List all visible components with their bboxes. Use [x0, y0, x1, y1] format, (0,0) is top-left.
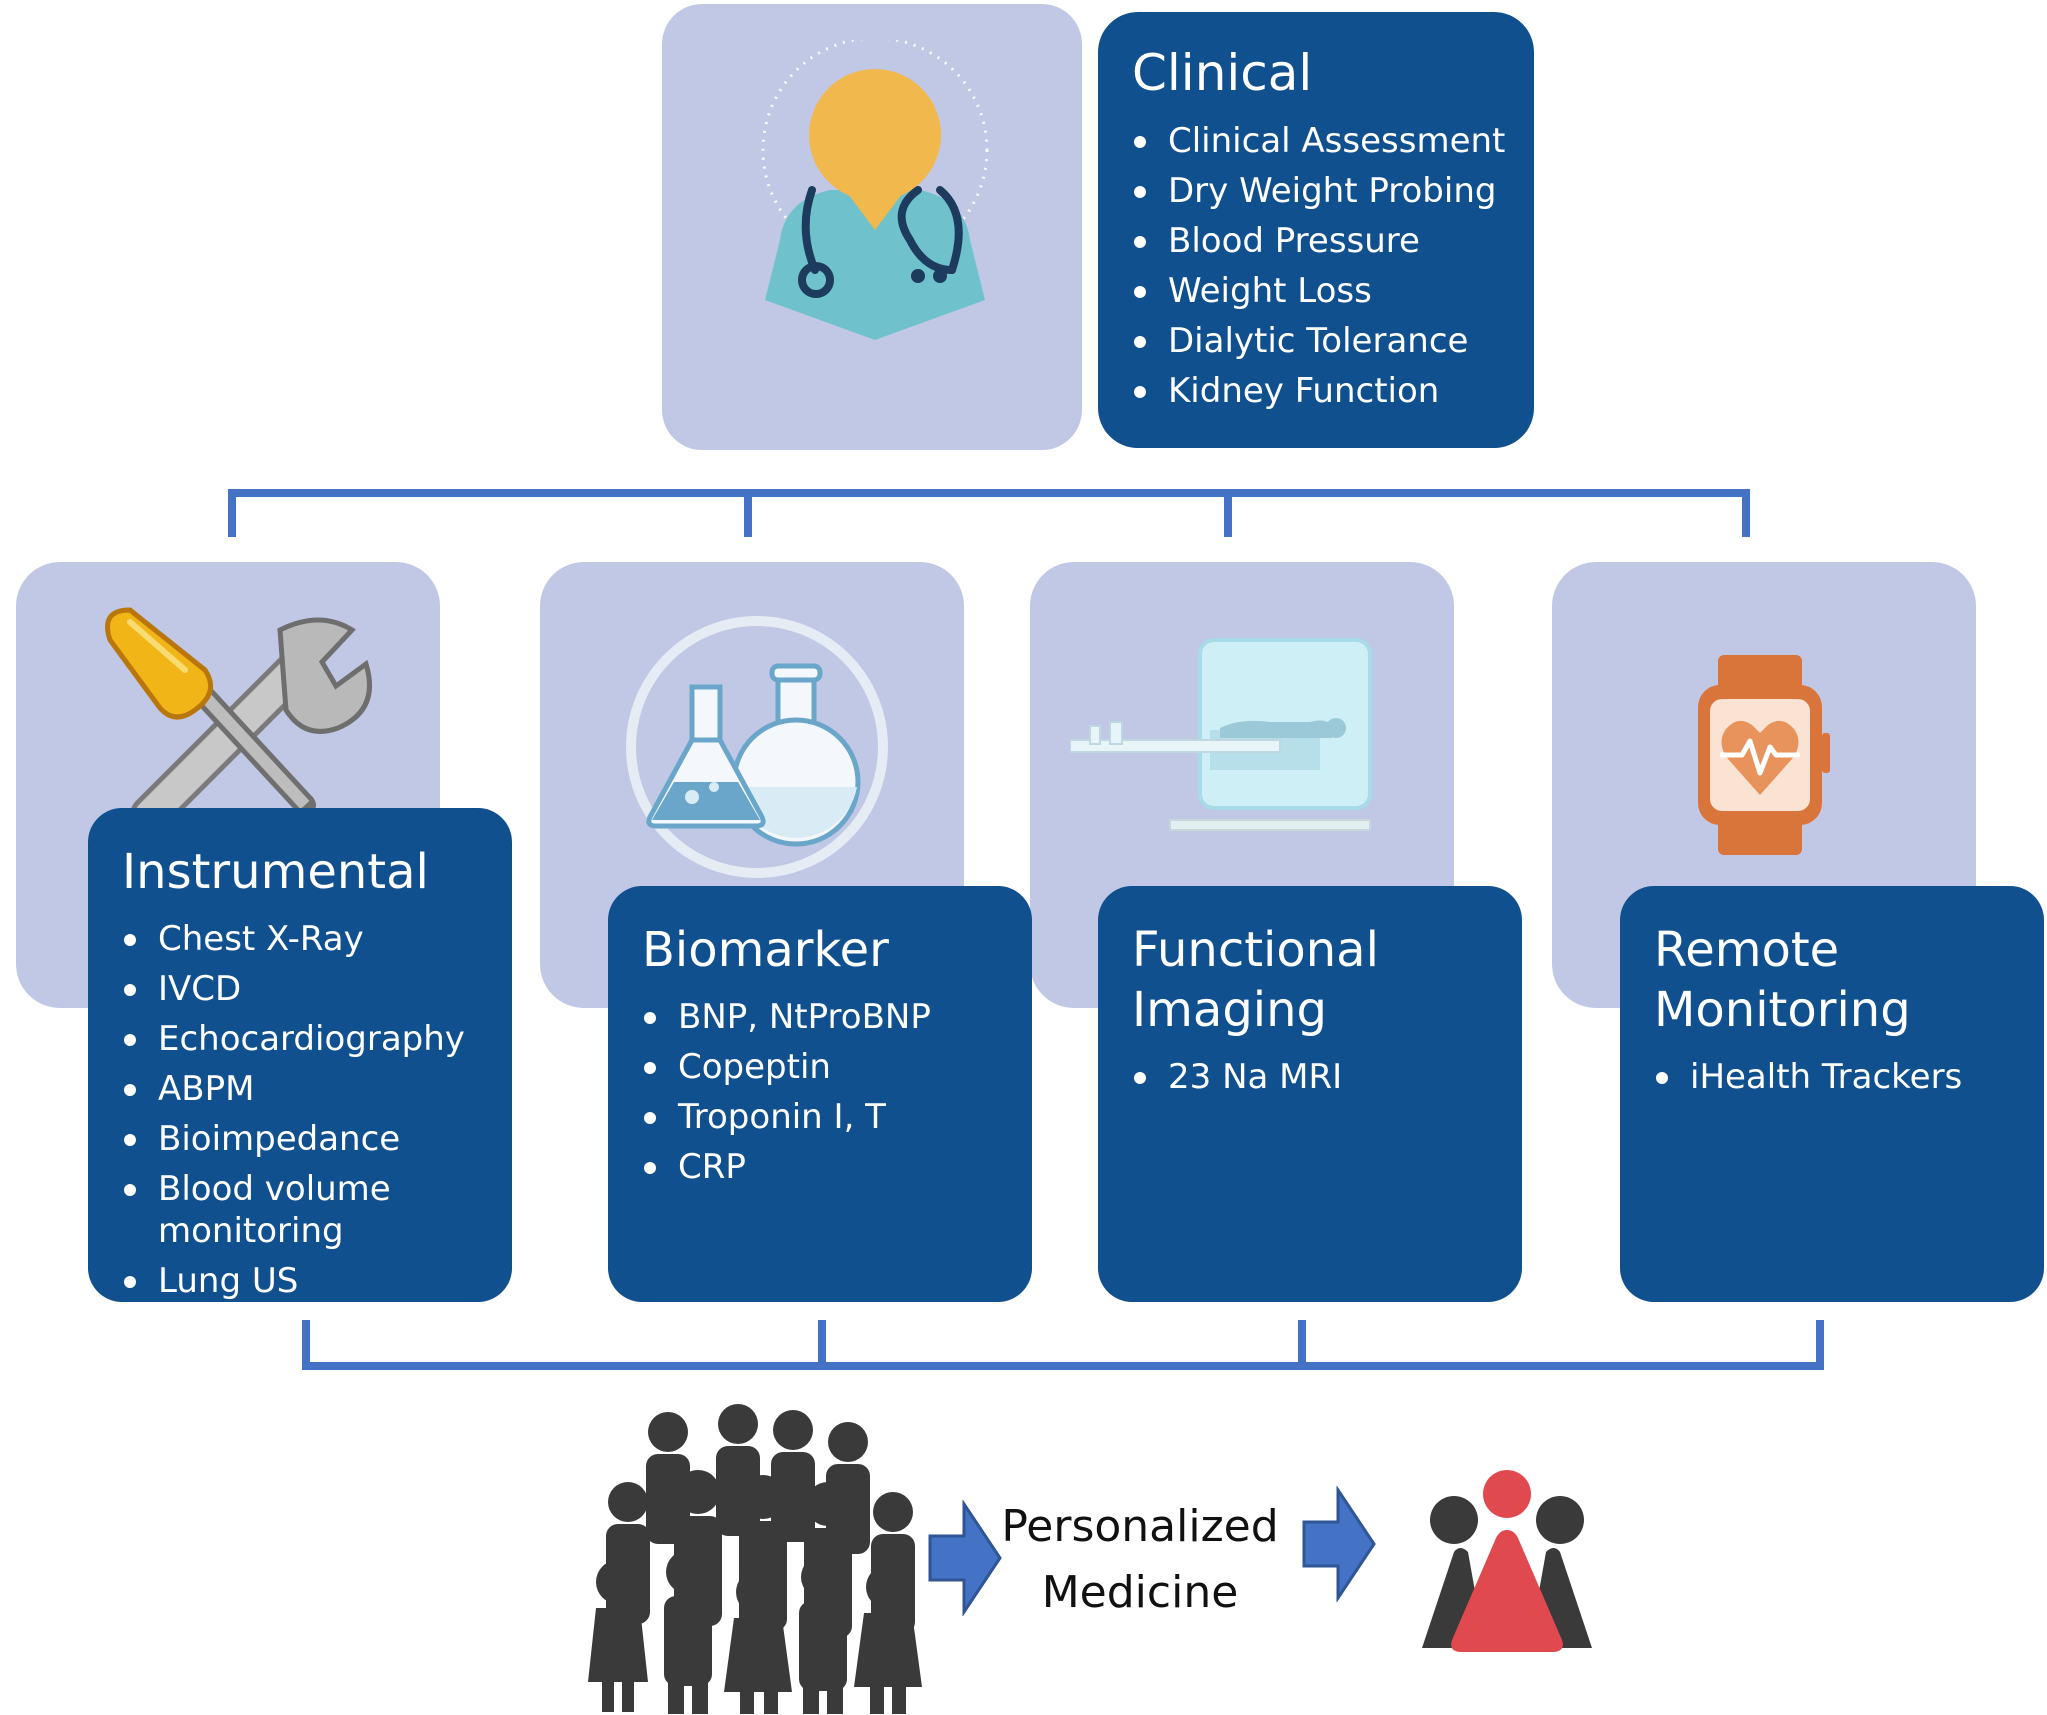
smartwatch-heart-icon	[1690, 655, 1830, 855]
remote-monitoring-title: Remote Monitoring	[1654, 920, 2044, 1040]
top-connector-drop	[228, 489, 236, 537]
crowd-icon	[588, 1402, 928, 1714]
label-line: Medicine	[1041, 1567, 1239, 1618]
list-item: Clinical Assessment	[1132, 120, 1534, 162]
list-item: 23 Na MRI	[1132, 1056, 1522, 1098]
title-line: Monitoring	[1654, 982, 1911, 1038]
list-item: Lung US	[122, 1260, 512, 1302]
list-item: Bioimpedance	[122, 1118, 512, 1160]
label-line: Personalized	[1001, 1501, 1279, 1552]
instrumental-card: Instrumental Chest X-Ray IVCD Echocardio…	[88, 808, 512, 1302]
individual-patient-icon	[1412, 1468, 1602, 1658]
personalized-medicine-label: Personalized Medicine	[990, 1494, 1290, 1626]
list-item: Troponin I, T	[642, 1096, 1032, 1138]
top-connector-bar	[228, 489, 1750, 497]
biomarker-title: Biomarker	[642, 922, 889, 978]
bottom-connector-riser	[302, 1320, 310, 1370]
list-item: Blood Pressure	[1132, 220, 1534, 262]
biomarker-card: Biomarker BNP, NtProBNP Copeptin Troponi…	[608, 886, 1032, 1302]
clinical-title: Clinical	[1132, 44, 1313, 102]
title-line: Functional	[1132, 922, 1379, 978]
list-item: Echocardiography	[122, 1018, 512, 1060]
list-item: Dialytic Tolerance	[1132, 320, 1534, 362]
arrow-right-icon	[1302, 1486, 1376, 1602]
bottom-connector-bar	[302, 1362, 1824, 1370]
bottom-connector-riser	[1816, 1320, 1824, 1370]
biomarker-list: BNP, NtProBNP Copeptin Troponin I, T CRP	[642, 996, 1032, 1188]
list-item: Chest X-Ray	[122, 918, 512, 960]
top-connector-drop	[1742, 489, 1750, 537]
list-item: iHealth Trackers	[1654, 1056, 2044, 1098]
list-item: Kidney Function	[1132, 370, 1534, 412]
list-item: Dry Weight Probing	[1132, 170, 1534, 212]
clinical-list: Clinical Assessment Dry Weight Probing B…	[1132, 120, 1534, 412]
mri-scanner-icon	[1070, 630, 1390, 840]
bottom-connector-riser	[818, 1320, 826, 1370]
remote-monitoring-card: Remote Monitoring iHealth Trackers	[1620, 886, 2044, 1302]
list-item: IVCD	[122, 968, 512, 1010]
functional-imaging-list: 23 Na MRI	[1132, 1056, 1522, 1098]
bottom-connector-riser	[1298, 1320, 1306, 1370]
clinical-card: Clinical Clinical Assessment Dry Weight …	[1098, 12, 1534, 448]
list-item: BNP, NtProBNP	[642, 996, 1032, 1038]
tools-icon	[90, 600, 380, 810]
list-item: Blood volume monitoring	[122, 1168, 408, 1252]
remote-monitoring-list: iHealth Trackers	[1654, 1056, 2044, 1098]
top-connector-drop	[744, 489, 752, 537]
list-item: Copeptin	[642, 1046, 1032, 1088]
arrow-right-icon	[928, 1500, 1002, 1616]
functional-imaging-title: Functional Imaging	[1132, 920, 1522, 1040]
title-line: Imaging	[1132, 982, 1328, 1038]
list-item: ABPM	[122, 1068, 512, 1110]
list-item: Weight Loss	[1132, 270, 1534, 312]
functional-imaging-card: Functional Imaging 23 Na MRI	[1098, 886, 1522, 1302]
instrumental-list: Chest X-Ray IVCD Echocardiography ABPM B…	[122, 918, 512, 1302]
doctor-icon	[740, 40, 1020, 340]
flasks-icon	[622, 612, 892, 882]
list-item: CRP	[642, 1146, 1032, 1188]
title-line: Remote	[1654, 922, 1840, 978]
instrumental-title: Instrumental	[122, 844, 429, 900]
top-connector-drop	[1224, 489, 1232, 537]
